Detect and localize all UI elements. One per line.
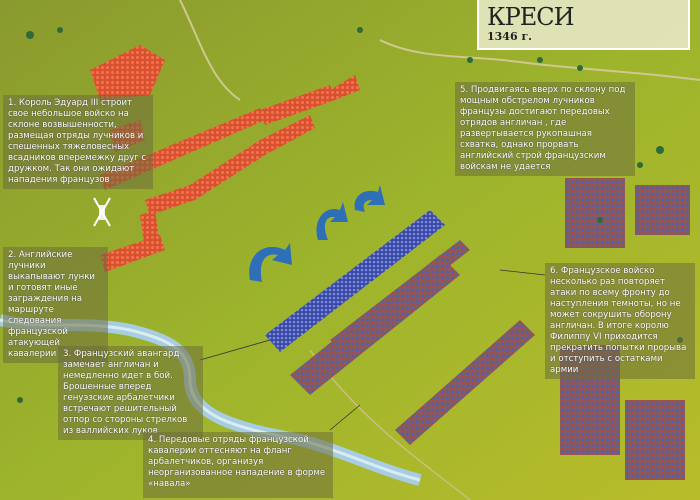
map-title: КРЕСИ [487, 3, 575, 31]
note-4: 4. Передовые отряды французской кавалери… [143, 432, 333, 498]
note-3: 3. Французский авангард замечает англича… [58, 346, 203, 440]
note-2: 2. Английские лучники выкапывают лунки и… [3, 247, 108, 363]
windmill-icon [93, 197, 111, 227]
note-6: 6. Французское войско несколько раз повт… [545, 263, 695, 379]
map-year: 1346 г. [487, 30, 533, 43]
french-army [290, 178, 690, 480]
trees [17, 27, 683, 403]
french-front-line [265, 210, 445, 352]
attack-arrows [249, 185, 385, 282]
title-box: КРЕСИ 1346 г. [477, 0, 690, 50]
note-5: 5. Продвигаясь вверх по склону под мощны… [455, 82, 635, 176]
note-1: 1. Король Эдуард III строит свое небольш… [3, 95, 153, 189]
road [179, 0, 700, 101]
